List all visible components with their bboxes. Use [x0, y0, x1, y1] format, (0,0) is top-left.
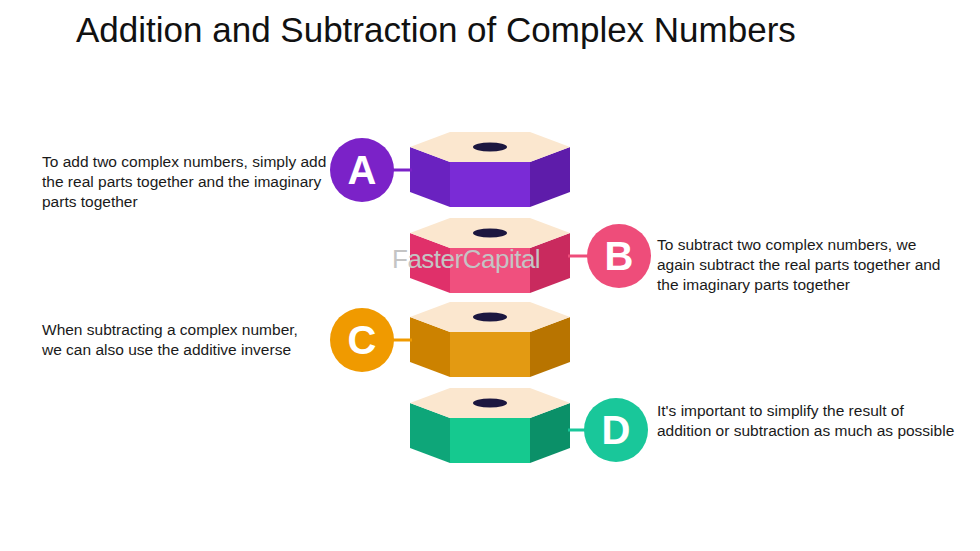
prism-hole [473, 143, 507, 152]
letter-circle: BTo subtract two complex numbers, we aga… [587, 224, 651, 288]
prism-hole [473, 399, 507, 408]
step-description: When subtracting a complex number, we ca… [42, 320, 302, 360]
step-letter: B [587, 224, 651, 288]
step-letter: A [330, 138, 394, 202]
prism-face [410, 388, 570, 418]
prism-face [450, 162, 530, 207]
leader-line [392, 169, 412, 172]
leader-line [392, 339, 412, 342]
step-letter: C [330, 308, 394, 372]
step-description: It's important to simplify the result of… [657, 401, 957, 441]
prism-face [410, 132, 570, 162]
letter-circle: ATo add two complex numbers, simply add … [330, 138, 394, 202]
letter-circle: DIt's important to simplify the result o… [584, 398, 648, 462]
diagram-title: Addition and Subtraction of Complex Numb… [76, 10, 796, 50]
prism-face [410, 302, 570, 332]
prism-face [450, 418, 530, 463]
watermark: FasterCapital [392, 244, 540, 275]
prism-hole [473, 229, 507, 238]
letter-circle: CWhen subtracting a complex number, we c… [330, 308, 394, 372]
step-description: To add two complex numbers, simply add t… [42, 152, 332, 212]
prism-face [450, 332, 530, 377]
prism-face [410, 218, 570, 248]
step-description: To subtract two complex numbers, we agai… [657, 235, 957, 295]
prism-hole [473, 313, 507, 322]
step-letter: D [584, 398, 648, 462]
